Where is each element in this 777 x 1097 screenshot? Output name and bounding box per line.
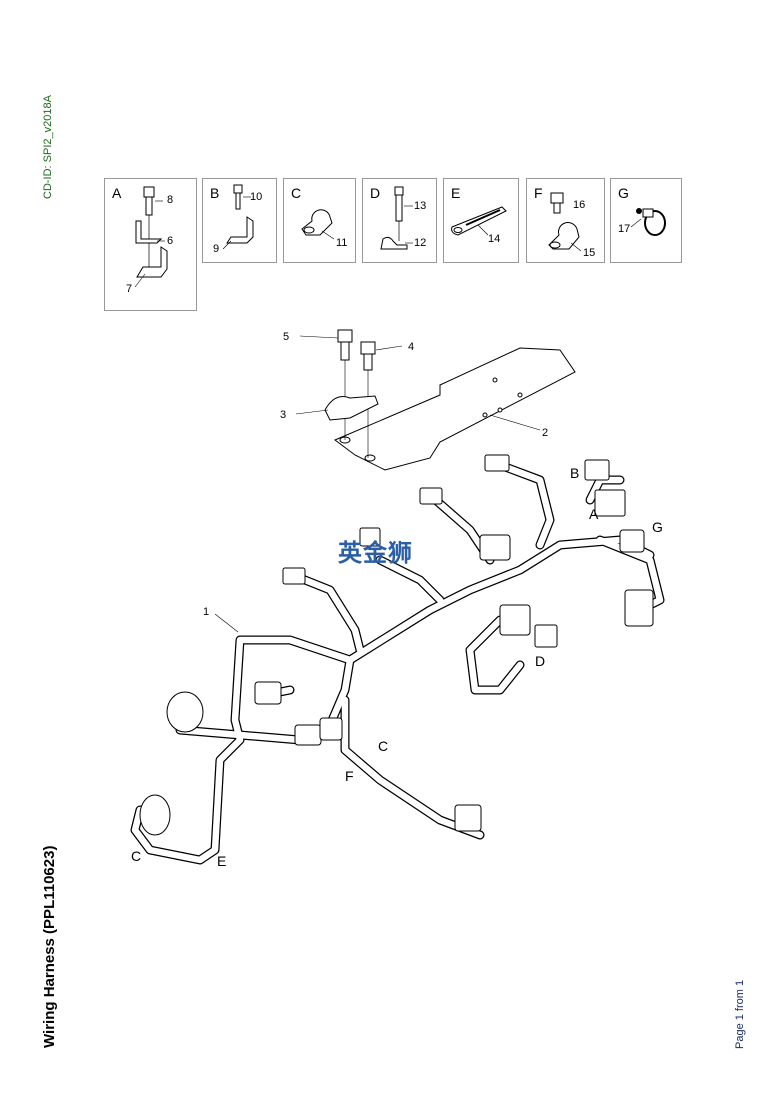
bolt-p-clip-icon xyxy=(548,192,582,252)
detail-box-d: D 13 12 xyxy=(362,178,437,263)
detail-box-e: E 14 xyxy=(443,178,519,263)
main-callouts: 1 2 3 4 5 xyxy=(203,331,548,618)
callout-1: 1 xyxy=(203,606,209,618)
detail-box-b: B 10 9 xyxy=(202,178,277,263)
callout-16: 16 xyxy=(573,199,586,211)
callout-7: 7 xyxy=(126,283,133,295)
detail-letter: A xyxy=(112,185,122,201)
strap-bracket-icon xyxy=(451,206,507,236)
detail-box-a: A 8 6 7 xyxy=(104,178,197,311)
leader-lines xyxy=(214,335,541,633)
detail-letter: C xyxy=(291,185,302,201)
callout-15: 15 xyxy=(583,247,596,259)
connectors xyxy=(139,454,654,836)
location-c: C xyxy=(131,848,141,864)
callout-13: 13 xyxy=(414,200,427,212)
location-g: G xyxy=(652,519,663,535)
callout-3: 3 xyxy=(280,409,286,421)
harness-cables xyxy=(130,460,665,865)
location-d: D xyxy=(535,653,545,669)
callout-5: 5 xyxy=(283,331,289,343)
callout-4: 4 xyxy=(408,341,414,353)
callout-10: 10 xyxy=(250,191,263,203)
location-c: C xyxy=(378,738,388,754)
location-b: B xyxy=(570,465,579,481)
detail-letter: B xyxy=(210,185,220,201)
hose-clamp-icon xyxy=(630,208,666,236)
bolts xyxy=(324,329,379,458)
detail-box-f: F 16 15 xyxy=(526,178,605,263)
callout-11: 11 xyxy=(336,237,348,249)
detail-letter: E xyxy=(451,185,461,201)
mounting-bracket xyxy=(334,347,576,471)
location-e: E xyxy=(217,853,226,869)
callout-14: 14 xyxy=(488,233,501,245)
detail-letter: F xyxy=(534,185,543,201)
detail-box-g: G 17 xyxy=(610,178,682,263)
location-f: F xyxy=(345,768,354,784)
bolt-bracket-icon xyxy=(134,186,168,288)
location-a: A xyxy=(589,506,599,522)
callout-8: 8 xyxy=(167,194,174,206)
screw-clip-icon xyxy=(380,186,413,250)
callout-12: 12 xyxy=(414,237,427,249)
p-clip-icon xyxy=(301,209,335,240)
clip-location-letters: B A G D C F C E xyxy=(131,465,663,869)
callout-2: 2 xyxy=(542,427,548,439)
callout-17: 17 xyxy=(618,223,631,235)
detail-letter: G xyxy=(618,185,629,201)
callout-9: 9 xyxy=(213,243,220,255)
detail-letter: D xyxy=(370,185,381,201)
detail-box-c: C 11 xyxy=(283,178,356,263)
watermark: 英金狮 xyxy=(338,539,413,567)
callout-6: 6 xyxy=(167,235,174,247)
bolt-bracket-icon xyxy=(222,184,254,250)
